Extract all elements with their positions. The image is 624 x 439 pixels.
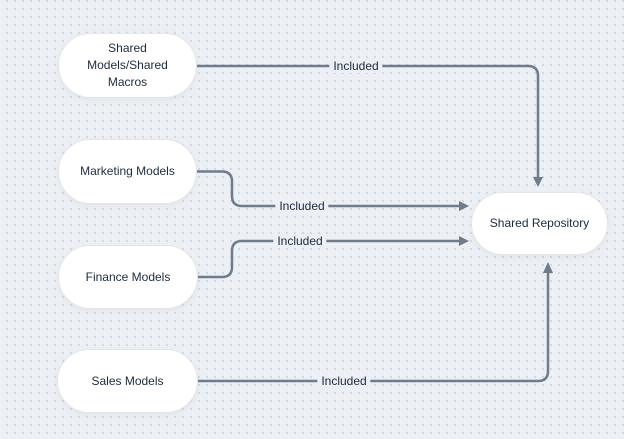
node-finance-models: Finance Models	[58, 245, 198, 309]
arrowhead-down-icon	[533, 177, 543, 187]
node-label-line: Shared	[108, 41, 147, 55]
arrowhead-up-icon	[543, 262, 553, 273]
edge-label-included: Included	[329, 59, 383, 73]
node-marketing-models: Marketing Models	[58, 139, 197, 204]
node-label-line: Models/Shared	[87, 58, 168, 72]
arrowhead-right-icon	[459, 201, 469, 211]
node-label-line: Finance Models	[85, 269, 171, 284]
arrowhead-right-icon	[459, 236, 469, 246]
node-shared-repository: Shared Repository	[471, 192, 608, 255]
edge-label-included: Included	[317, 374, 371, 388]
node-label-line: Sales Models	[91, 373, 164, 388]
connector-marketing-to-repository	[197, 170, 469, 211]
node-label-line: Shared Repository	[489, 216, 590, 230]
node-label-line: Macros	[107, 75, 148, 89]
node-sales-models: Sales Models	[57, 349, 198, 413]
connector-sales-to-repository	[198, 262, 553, 383]
connector-shared-models-to-repository	[197, 64, 543, 187]
node-label-line: Marketing Models	[80, 164, 175, 178]
node-shared-models-shared-macros: Shared Models/Shared Macros	[58, 33, 197, 98]
edge-label-included: Included	[275, 199, 329, 213]
connector-finance-to-repository	[198, 236, 469, 279]
edge-label-included: Included	[273, 234, 327, 248]
